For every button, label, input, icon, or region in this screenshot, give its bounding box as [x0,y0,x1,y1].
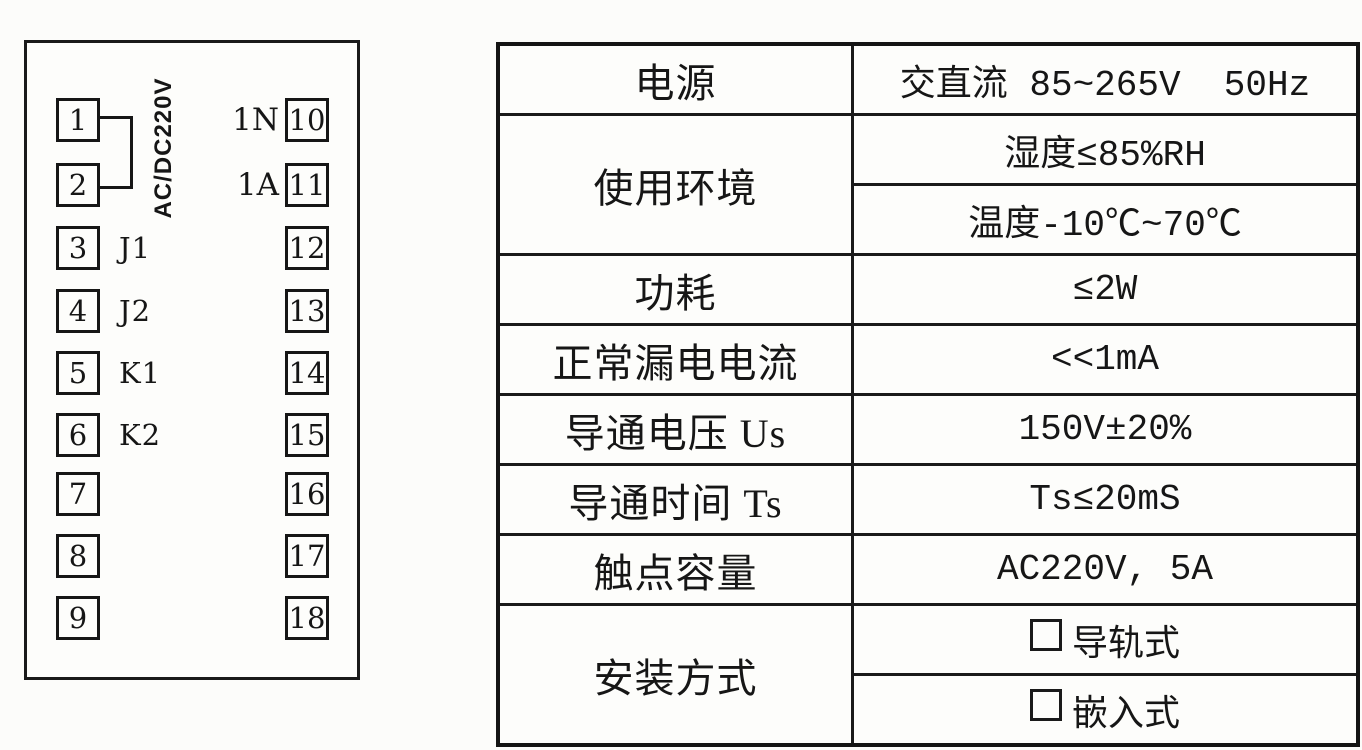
terminal-box-14: 14 [285,351,329,395]
terminal-box-4: 4 [56,289,100,333]
spec-leakage-label: 正常漏电电流 [496,323,854,396]
terminal-number: 4 [68,294,88,328]
terminal-box-12: 12 [285,226,329,270]
spec-environment-label: 使用环境 [496,113,854,256]
spec-mounting-flush-cell: 嵌入式 [851,673,1360,747]
spec-conduction-time-label: 导通时间 Ts [496,463,854,536]
spec-table: 电源 交直流 85~265V 50Hz 使用环境 湿度≤85%RH 温度-10℃… [496,42,1360,747]
terminal-number: 8 [68,539,88,573]
spec-conduction-voltage-value: 150V±20% [851,393,1360,466]
table-row: 触点容量 AC220V, 5A [496,533,1360,606]
table-row: 导通时间 Ts Ts≤20mS [496,463,1360,536]
terminal-diagram-outline: 1 2 3 4 5 6 7 8 9 J1 J2 K1 K2 10 11 12 1… [24,40,360,680]
terminal-box-16: 16 [285,472,329,516]
spec-contact-capacity-label: 触点容量 [496,533,854,606]
terminal-box-3: 3 [56,226,100,270]
terminal-number: 7 [68,477,88,511]
table-row: 正常漏电电流 <<1mA [496,323,1360,396]
table-row: 功耗 ≤2W [496,253,1360,326]
terminal-number: 10 [288,103,326,137]
terminal-number: 13 [288,294,326,328]
terminal-box-6: 6 [56,413,100,457]
spec-mounting-rail-cell: 导轨式 [851,603,1360,676]
terminal-box-13: 13 [285,289,329,333]
terminal-box-2: 2 [56,163,100,207]
spec-mounting-flush-value: 嵌入式 [1071,694,1180,736]
spec-consumption-label: 功耗 [496,253,854,326]
terminal-number: 18 [288,601,326,635]
terminal-number: 12 [288,231,326,265]
terminal-number: 14 [288,356,326,390]
terminal-box-9: 9 [56,596,100,640]
terminal-box-11: 11 [285,163,329,207]
terminal-box-10: 10 [285,98,329,142]
terminal-box-8: 8 [56,534,100,578]
terminal-box-17: 17 [285,534,329,578]
table-row: 温度-10℃~70℃ [498,183,1360,256]
terminal-number: 15 [288,418,326,452]
spec-power-value: 交直流 85~265V 50Hz [851,42,1360,116]
terminal-label-k2: K2 [119,418,162,452]
power-wire-vertical [130,116,133,189]
terminal-label-1n: 1N [232,102,279,138]
spec-power-label: 电源 [496,42,854,116]
spec-consumption-value: ≤2W [851,253,1360,326]
terminal-box-18: 18 [285,596,329,640]
terminal-label-k1: K1 [119,356,162,390]
checkbox-rail-icon [1029,619,1062,652]
power-supply-label: AC/DC220V [150,77,177,219]
terminal-number: 11 [288,168,326,202]
terminal-label-j1: J1 [119,231,152,265]
power-wire-bottom [100,186,133,189]
table-row: 使用环境 湿度≤85%RH [496,113,1360,256]
terminal-number: 17 [288,539,326,573]
spec-leakage-value: <<1mA [851,323,1360,396]
table-row: 安装方式 导轨式 [496,603,1360,747]
terminal-box-7: 7 [56,472,100,516]
terminal-number: 1 [68,103,88,137]
terminal-number: 6 [68,418,88,452]
terminal-number: 3 [68,231,88,265]
terminal-box-5: 5 [56,351,100,395]
terminal-number: 5 [68,356,88,390]
power-wire-top [100,116,133,119]
spec-mounting-rail-value: 导轨式 [1071,624,1180,666]
checkbox-flush-icon [1029,689,1062,722]
spec-conduction-time-value: Ts≤20mS [851,463,1360,536]
spec-humidity-value: 湿度≤85%RH [851,113,1360,186]
terminal-number: 2 [68,168,88,202]
table-row: 嵌入式 [498,673,1360,747]
terminal-label-1a: 1A [236,167,279,203]
terminal-box-1: 1 [56,98,100,142]
terminal-box-15: 15 [285,413,329,457]
terminal-number: 9 [68,601,88,635]
spec-mounting-label: 安装方式 [496,603,854,747]
table-row: 电源 交直流 85~265V 50Hz [496,42,1360,116]
table-row: 导通电压 Us 150V±20% [496,393,1360,466]
spec-temperature-value: 温度-10℃~70℃ [851,183,1360,256]
terminal-number: 16 [288,477,326,511]
terminal-label-j2: J2 [119,294,152,328]
spec-conduction-voltage-label: 导通电压 Us [496,393,854,466]
spec-contact-capacity-value: AC220V, 5A [851,533,1360,606]
